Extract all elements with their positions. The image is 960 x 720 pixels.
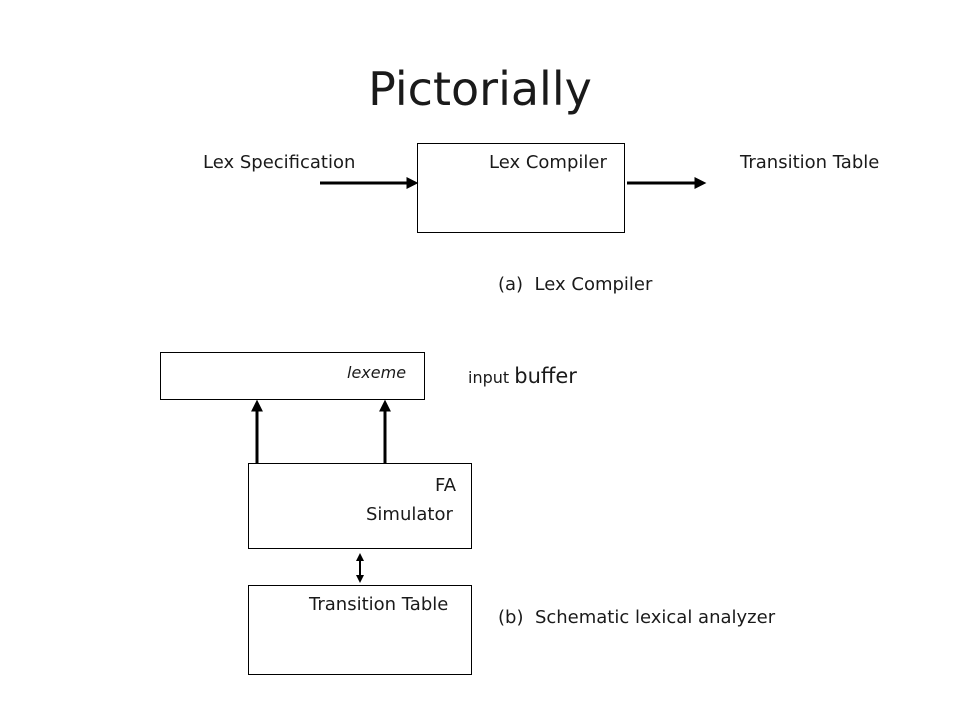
- input-buffer-label-large: buffer: [514, 364, 577, 388]
- lexeme-label: lexeme: [347, 363, 407, 382]
- caption-a: (a) Lex Compiler: [498, 274, 652, 295]
- transition-table-output-label: Transition Table: [740, 152, 880, 173]
- caption-a-tag: (a): [498, 274, 524, 295]
- lex-compiler-box: Lex Compiler: [417, 143, 625, 233]
- slide-title: Pictorially: [368, 62, 592, 116]
- transition-table-box: Transition Table: [248, 585, 472, 675]
- simulator-label: Simulator: [366, 504, 453, 525]
- input-buffer-label: input buffer: [468, 364, 577, 388]
- input-buffer-box: lexeme: [160, 352, 425, 400]
- fa-label: FA: [435, 475, 457, 496]
- caption-b-tag: (b): [498, 607, 524, 628]
- input-buffer-label-small: input: [468, 368, 510, 387]
- lex-specification-label: Lex Specification: [203, 152, 356, 173]
- lex-compiler-box-label: Lex Compiler: [489, 152, 607, 173]
- caption-b-text: Schematic lexical analyzer: [534, 607, 776, 628]
- caption-b: (b) Schematic lexical analyzer: [498, 607, 775, 628]
- caption-a-text: Lex Compiler: [534, 274, 653, 295]
- fa-simulator-box: FA Simulator: [248, 463, 472, 549]
- transition-table-box-label: Transition Table: [309, 594, 449, 615]
